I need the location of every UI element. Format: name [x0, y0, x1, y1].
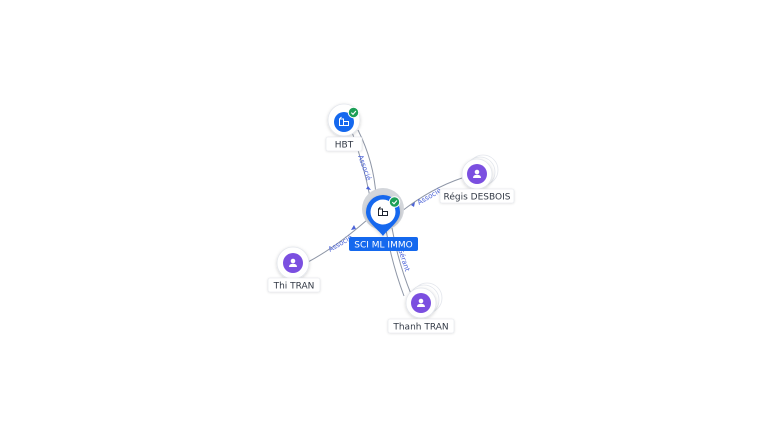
arrow-icon	[366, 186, 371, 190]
node-hbt[interactable]: HBT	[325, 103, 363, 152]
node-label: HBT	[335, 141, 354, 151]
edge-line	[391, 227, 412, 295]
node-label: Régis DESBOIS	[444, 192, 511, 203]
person-icon	[473, 169, 481, 178]
edge-line	[385, 229, 405, 297]
edge-line	[401, 177, 463, 212]
node-sci-ml-immo[interactable]: SCI ML IMMO	[349, 188, 418, 251]
arrow-icon	[411, 202, 415, 207]
edge-line	[307, 219, 368, 263]
node-thi-tran[interactable]: Thi TRAN	[267, 246, 321, 293]
node-label: Thanh TRAN	[392, 323, 448, 333]
building-icon	[378, 206, 388, 216]
node-label: SCI ML IMMO	[354, 241, 412, 251]
node-thanh-tran[interactable]: Thanh TRAN	[387, 282, 455, 334]
verified-icon	[347, 106, 360, 119]
person-icon	[417, 298, 425, 307]
building-icon	[339, 116, 349, 126]
verified-icon	[388, 196, 401, 208]
node-label: Thi TRAN	[273, 282, 315, 292]
node-regis-desbois[interactable]: Régis DESBOIS	[439, 154, 515, 204]
edge-label: Associé	[416, 187, 443, 207]
arrow-icon	[351, 225, 356, 230]
person-icon	[289, 258, 297, 267]
edge-label: Associé	[356, 154, 373, 182]
